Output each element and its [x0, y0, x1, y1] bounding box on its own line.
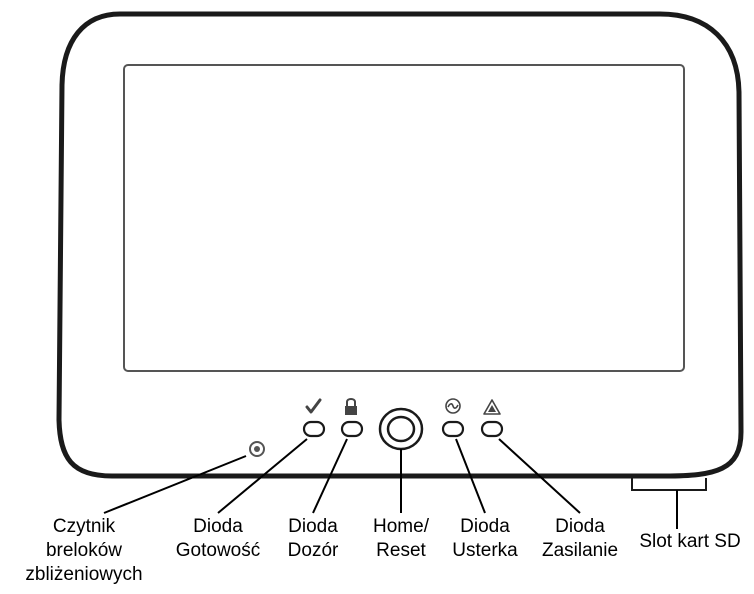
led-ready — [302, 420, 326, 438]
proximity-reader-icon — [249, 441, 265, 457]
callout-zasilanie — [498, 438, 581, 514]
callout-usterka — [455, 438, 486, 514]
label-gotowosc-line1: Dioda — [193, 516, 243, 537]
callout-lines — [103, 438, 678, 529]
label-sd: Slot kart SD — [628, 530, 752, 554]
label-sd-line1: Slot kart SD — [639, 531, 741, 552]
label-zasilanie-line2: Zasilanie — [541, 540, 619, 561]
label-home-line1: Home/ — [373, 516, 429, 537]
label-czytnik-line2: breloków — [45, 540, 123, 561]
label-usterka: Dioda Usterka — [443, 515, 527, 563]
label-zasilanie-line1: Dioda — [555, 516, 605, 537]
label-usterka-line1: Dioda — [460, 516, 510, 537]
label-zasilanie: Dioda Zasilanie — [533, 515, 627, 563]
label-dozor-line2: Dozór — [287, 540, 339, 561]
checkmark-icon — [305, 398, 322, 414]
label-usterka-line2: Usterka — [452, 540, 518, 561]
callout-gotowosc — [217, 438, 308, 514]
touch-screen[interactable] — [123, 64, 685, 372]
label-gotowosc-line2: Gotowość — [175, 540, 261, 561]
home-reset-button[interactable] — [378, 407, 424, 451]
sd-card-slot — [631, 478, 707, 491]
callout-czytnik — [103, 455, 247, 514]
led-armed — [340, 420, 364, 438]
label-czytnik: Czytnik breloków zbliżeniowych — [4, 515, 164, 587]
label-home: Home/ Reset — [361, 515, 441, 563]
led-power — [480, 420, 504, 438]
tilde-circle-icon — [445, 398, 461, 414]
label-dozor-line1: Dioda — [288, 516, 338, 537]
label-dozor: Dioda Dozór — [273, 515, 353, 563]
label-czytnik-line3: zbliżeniowych — [25, 564, 143, 585]
label-home-line2: Reset — [376, 540, 426, 561]
label-czytnik-line1: Czytnik — [52, 516, 116, 537]
label-gotowosc: Dioda Gotowość — [168, 515, 268, 563]
warning-triangle-icon — [483, 399, 501, 415]
padlock-icon — [345, 398, 357, 415]
led-trouble — [441, 420, 465, 438]
callout-dozor — [312, 438, 348, 514]
